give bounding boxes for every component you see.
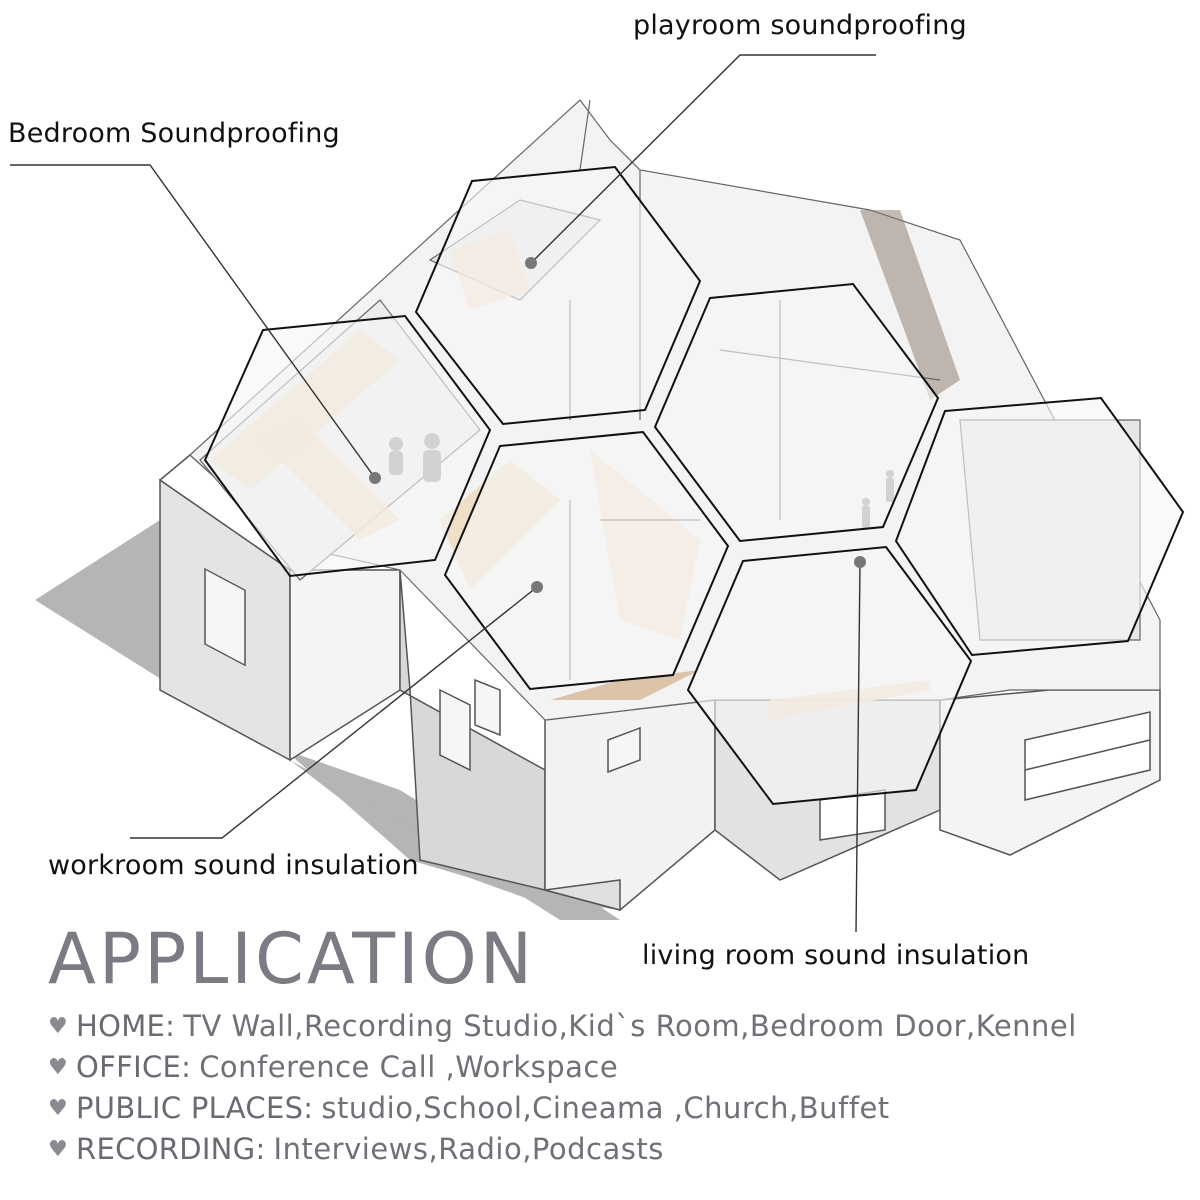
heart-icon: ♥ [48, 1137, 68, 1162]
category-label: HOME: [76, 1009, 176, 1043]
category-items: TV Wall,Recording Studio,Kid`s Room,Bedr… [183, 1009, 1077, 1043]
callout-workroom: workroom sound insulation [48, 850, 419, 881]
heart-icon: ♥ [48, 1096, 68, 1121]
callout-playroom: playroom soundproofing [633, 10, 967, 41]
category-label: RECORDING: [76, 1132, 266, 1166]
hex-center [653, 282, 940, 543]
category-label: PUBLIC PLACES: [76, 1091, 314, 1125]
application-title: APPLICATION [48, 918, 536, 1000]
application-row-public-places: ♥ PUBLIC PLACES: studio,School,Cineama ,… [48, 1088, 1188, 1129]
application-list: ♥ HOME: TV Wall,Recording Studio,Kid`s R… [48, 1006, 1188, 1170]
leader-lines [10, 54, 876, 933]
application-row-recording: ♥ RECORDING: Interviews,Radio,Podcasts [48, 1129, 1188, 1170]
category-label: OFFICE: [76, 1050, 192, 1084]
left-block [158, 454, 401, 762]
category-items: Interviews,Radio,Podcasts [273, 1132, 664, 1166]
heart-icon: ♥ [48, 1055, 68, 1080]
category-items: studio,School,Cineama ,Church,Buffet [321, 1091, 890, 1125]
leader-dots [369, 257, 866, 593]
hex-bedroom [203, 314, 492, 578]
hex-right [894, 396, 1185, 657]
callout-bedroom: Bedroom Soundproofing [8, 118, 340, 149]
hex-workroom [443, 430, 730, 691]
application-row-office: ♥ OFFICE: Conference Call ,Workspace [48, 1047, 1188, 1088]
middle-block [399, 569, 716, 911]
hexagon-zones [203, 165, 1185, 806]
application-row-home: ♥ HOME: TV Wall,Recording Studio,Kid`s R… [48, 1006, 1188, 1047]
heart-icon: ♥ [48, 1014, 68, 1039]
category-items: Conference Call ,Workspace [199, 1050, 619, 1084]
callout-living-room: living room sound insulation [642, 940, 1030, 971]
hex-living-room [686, 545, 973, 806]
hex-playroom [414, 165, 702, 426]
